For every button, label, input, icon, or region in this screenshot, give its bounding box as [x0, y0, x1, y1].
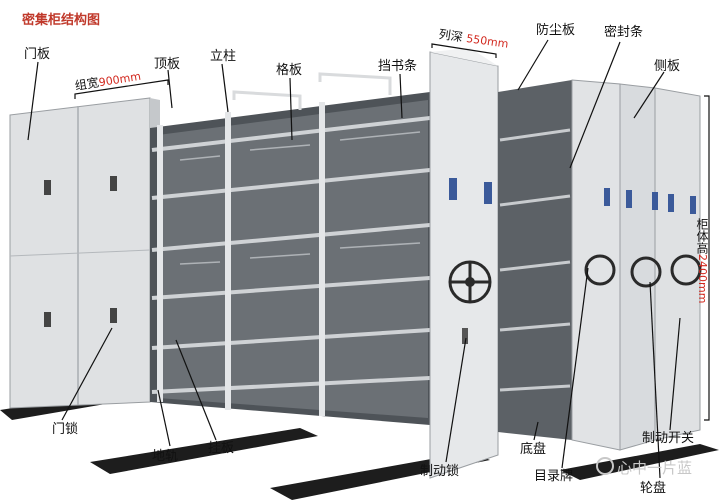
- label-hanging-board: 挂板: [208, 441, 235, 456]
- dimension-markers: [74, 43, 710, 421]
- open-shelving: [150, 72, 431, 425]
- label-brake-switch: 制动开关: [642, 431, 695, 446]
- diagram-title: 密集柜结构图: [22, 13, 101, 28]
- label-upright: 立柱: [210, 49, 237, 64]
- label-shelf-board: 格板: [276, 63, 303, 78]
- label-brake-lock: 制动锁: [420, 464, 460, 479]
- label-dust-panel: 防尘板: [536, 23, 576, 38]
- label-door-panel: 门板: [24, 47, 51, 62]
- front-column: [429, 48, 499, 479]
- label-wheel: 轮盘: [640, 481, 667, 496]
- label-door-lock: 门锁: [52, 422, 79, 437]
- leader-lines: [27, 39, 681, 479]
- door-unit: [9, 97, 160, 409]
- label-seal-strip: 密封条: [604, 25, 644, 40]
- cabinet-height-label: 柜体高: [695, 218, 709, 254]
- watermark: 心中一片蓝: [596, 457, 692, 478]
- label-ground-rail: 地轨: [152, 449, 179, 464]
- watermark-text: 心中一片蓝: [617, 459, 693, 477]
- watermark-logo-icon: [596, 457, 614, 475]
- compact-columns: [498, 79, 702, 451]
- cabinet-height-value: 2400mm: [696, 254, 709, 304]
- label-side-panel: 侧板: [654, 59, 681, 74]
- cabinet-height-dimension: 柜体高2400mm: [695, 218, 709, 304]
- label-top-panel: 顶板: [154, 57, 181, 72]
- label-book-stop: 挡书条: [378, 59, 418, 74]
- label-directory-plate: 目录牌: [534, 469, 574, 484]
- label-base-tray: 底盘: [520, 442, 547, 457]
